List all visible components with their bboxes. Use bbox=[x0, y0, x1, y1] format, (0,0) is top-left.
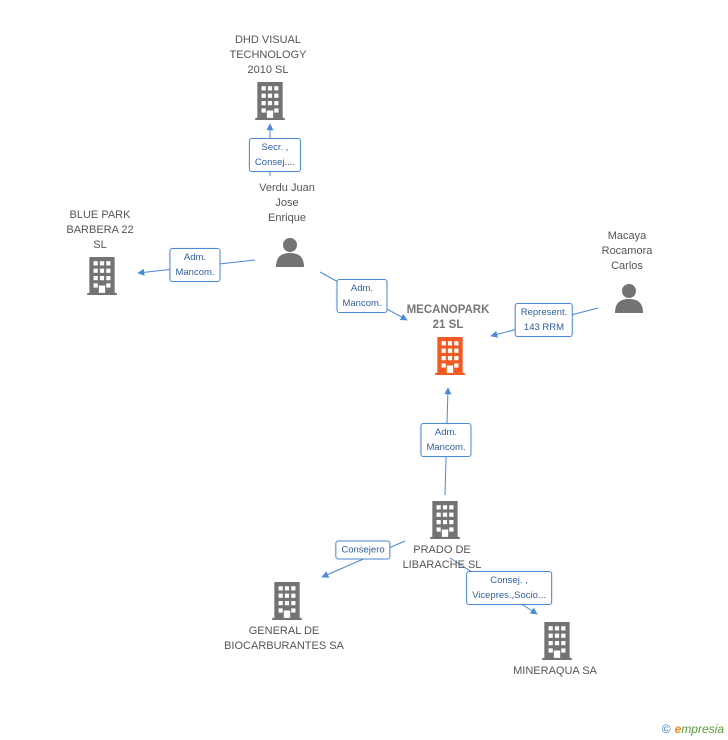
node-label-macaya[interactable]: Macaya Rocamora Carlos bbox=[601, 230, 653, 272]
relation-label-verdu-bluepark[interactable]: Adm. Mancom. bbox=[169, 248, 221, 282]
copyright-symbol: © bbox=[661, 722, 671, 736]
relation-label-macaya-center[interactable]: Represent. 143 RRM bbox=[514, 303, 574, 337]
relation-label-verdu-dhd[interactable]: Secr. , Consej.... bbox=[248, 138, 302, 172]
brand-name: mpresia bbox=[681, 722, 724, 736]
empresia-brand[interactable]: ©empresia bbox=[662, 722, 724, 736]
brand-e: e bbox=[674, 722, 682, 736]
node-label-bluepark[interactable]: BLUE PARK BARBERA 22 SL bbox=[66, 209, 134, 251]
nodes-layer bbox=[87, 82, 643, 660]
building-icon-mineraqua[interactable] bbox=[542, 622, 572, 660]
relation-label-prado-mineraqua[interactable]: Consej. , Vicepres.,Socio... bbox=[466, 571, 552, 605]
node-label-general[interactable]: GENERAL DE BIOCARBURANTES SA bbox=[224, 625, 344, 652]
building-icon-dhd[interactable] bbox=[255, 82, 285, 120]
person-icon-macaya[interactable] bbox=[615, 284, 643, 313]
node-label-prado[interactable]: PRADO DE LIBARACHE SL bbox=[402, 544, 482, 571]
node-label-dhd[interactable]: DHD VISUAL TECHNOLOGY 2010 SL bbox=[229, 34, 307, 76]
relation-label-prado-center[interactable]: Adm. Mancom. bbox=[420, 423, 472, 457]
building-icon-prado[interactable] bbox=[430, 501, 460, 539]
building-icon-bluepark[interactable] bbox=[87, 257, 117, 295]
relation-label-prado-general[interactable]: Consejero bbox=[335, 540, 391, 560]
node-label-verdu[interactable]: Verdu Juan Jose Enrique bbox=[259, 182, 315, 224]
person-icon-verdu[interactable] bbox=[276, 238, 304, 267]
building-icon-center[interactable] bbox=[435, 337, 465, 375]
relation-label-verdu-center[interactable]: Adm. Mancom. bbox=[336, 279, 388, 313]
building-icon-general[interactable] bbox=[272, 582, 302, 620]
node-label-mineraqua[interactable]: MINERAQUA SA bbox=[513, 665, 597, 677]
node-label-center[interactable]: MECANOPARK 21 SL bbox=[406, 304, 490, 331]
